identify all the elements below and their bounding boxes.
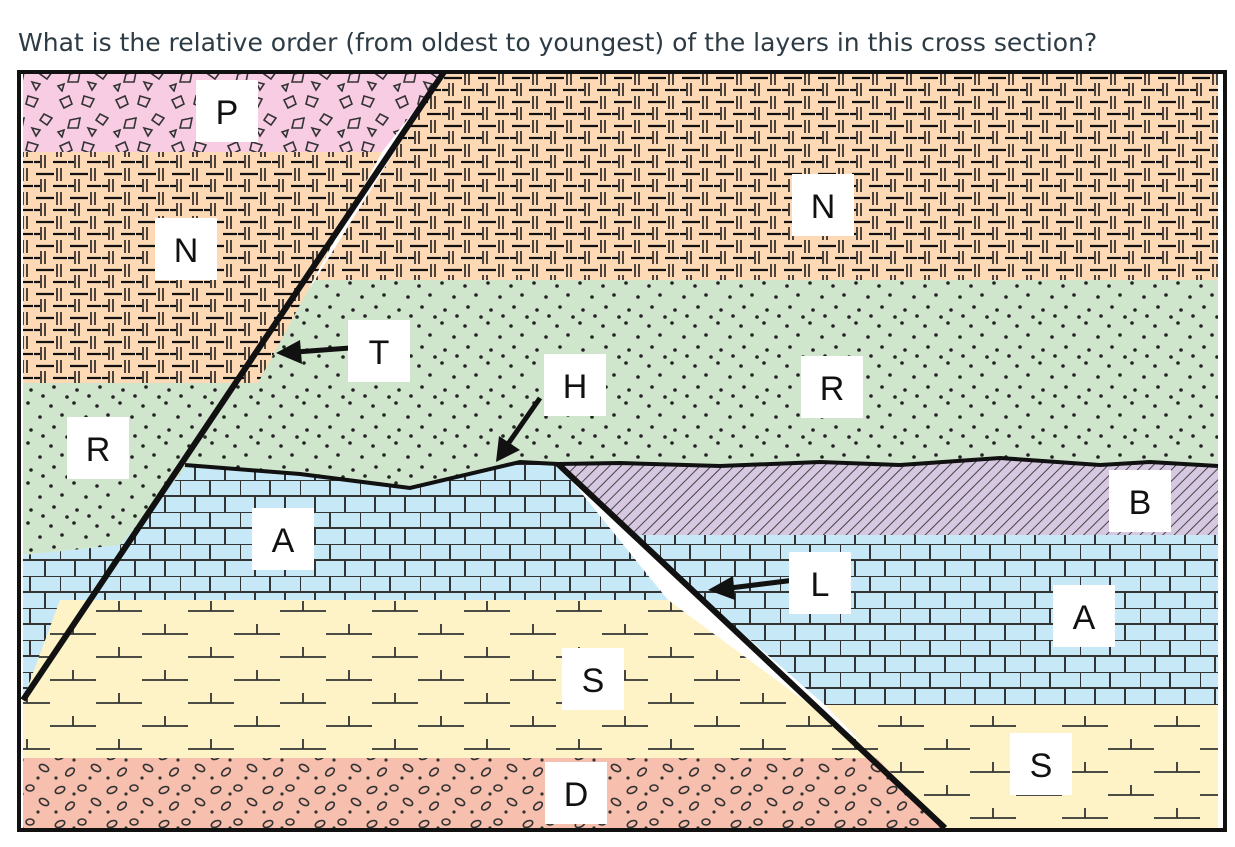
svg-text:N: N [811, 188, 836, 226]
arrow-l-icon [708, 576, 796, 600]
svg-text:T: T [369, 334, 390, 372]
label-t: T [348, 320, 410, 382]
label-r-right: R [801, 356, 863, 418]
label-s-right: S [1010, 733, 1072, 795]
svg-text:S: S [1030, 747, 1053, 785]
fault-l-line [555, 461, 948, 831]
label-p: P [196, 80, 258, 142]
label-a-right: A [1053, 585, 1115, 647]
layer-a-left-limestone [23, 462, 668, 700]
svg-text:A: A [1073, 599, 1096, 637]
svg-text:L: L [811, 566, 830, 604]
svg-text:S: S [582, 662, 605, 700]
svg-text:N: N [174, 232, 199, 270]
question-text: What is the relative order (from oldest … [18, 28, 1098, 57]
section-border [17, 70, 1227, 832]
svg-text:R: R [86, 431, 111, 469]
arrow-t-icon [276, 340, 351, 364]
label-r-left: R [67, 417, 129, 479]
svg-text:A: A [272, 522, 295, 560]
layer-s-left-dolostone [23, 600, 882, 758]
label-l: L [789, 552, 851, 614]
layer-d-conglomerate [23, 758, 945, 828]
svg-text:H: H [563, 368, 588, 406]
label-h: H [544, 354, 606, 416]
layer-r-right-sandstone [185, 280, 1218, 488]
layer-b-hatched [558, 458, 1218, 535]
label-b: B [1109, 470, 1171, 532]
label-a-left: A [252, 508, 314, 570]
label-s-left: S [562, 648, 624, 710]
svg-text:P: P [216, 94, 239, 132]
layer-a-right-limestone [630, 535, 1218, 705]
svg-text:R: R [820, 370, 845, 408]
layer-n-right-shale [315, 72, 1218, 280]
label-n-right: N [792, 174, 854, 236]
svg-text:B: B [1129, 484, 1152, 522]
fault-t-line [20, 70, 447, 702]
label-n-left: N [155, 218, 217, 280]
arrow-h-icon [496, 396, 543, 462]
unconformity-h-line [184, 455, 1219, 491]
label-d: D [545, 762, 607, 824]
svg-text:D: D [564, 776, 589, 814]
